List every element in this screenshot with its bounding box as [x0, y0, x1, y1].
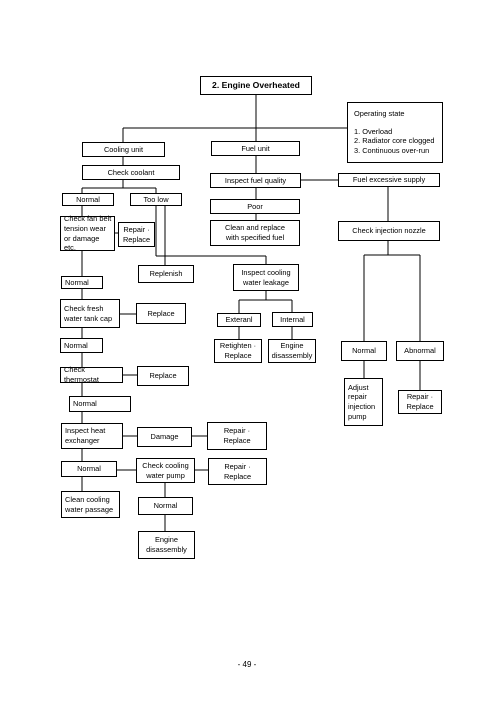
abnormal-node: Abnormal — [396, 341, 444, 361]
internal-node: Internal — [272, 312, 313, 327]
normal-node-2: Normal — [61, 276, 103, 289]
replace-node-2: Replace — [137, 366, 189, 386]
inspect-fuel-quality-node: Inspect fuel quality — [210, 173, 301, 188]
replenish-node: Replenish — [138, 265, 194, 283]
fuel-excessive-supply-node: Fuel excessive supply — [338, 173, 440, 187]
too-low-node: Too low — [130, 193, 182, 206]
check-thermostat-node: Check thermostat — [60, 365, 123, 384]
fuel-unit-node: Fuel unit — [211, 141, 300, 156]
retighten-replace-node: Retighten · Replace — [214, 339, 262, 363]
check-cooling-water-pump-node: Check cooling water pump — [136, 458, 195, 483]
engine-disassembly-node-1: Engine disassembly — [138, 531, 195, 559]
repair-replace-node-4: Repair · Replace — [398, 390, 442, 414]
poor-node: Poor — [210, 199, 300, 214]
inspect-cooling-water-leakage-node: Inspect cooling water leakage — [233, 264, 299, 291]
clean-cooling-water-passage-node: Clean cooling water passage — [61, 491, 120, 518]
page-number: - 49 - — [237, 660, 257, 669]
repair-replace-node-1: Repair · Replace — [118, 222, 155, 247]
diagram-title: 2. Engine Overheated — [200, 76, 312, 95]
operating-state-item-3: 3. Continuous over-run — [354, 145, 430, 155]
normal-node-7: Normal — [341, 341, 387, 361]
normal-node-5: Normal — [61, 461, 117, 477]
normal-node-6: Normal — [138, 497, 193, 515]
adjust-repair-injection-pump-node: Adjust repair injection pump — [344, 378, 383, 426]
operating-state-heading: Operating state — [354, 109, 405, 118]
check-coolant-node: Check coolant — [82, 165, 180, 180]
normal-node-4: Normal — [69, 396, 131, 412]
cooling-unit-node: Cooling unit — [82, 142, 165, 157]
engine-disassembly-node-2: Engine disassembly — [268, 339, 316, 363]
repair-replace-node-3: Repair · Replace — [208, 458, 267, 485]
inspect-heat-exchanger-node: Inspect heat exchanger — [61, 423, 123, 449]
check-injection-nozzle-node: Check injection nozzle — [338, 221, 440, 241]
clean-replace-fuel-node: Clean and replace with specified fuel — [210, 220, 300, 246]
repair-replace-node-2: Repair · Replace — [207, 422, 267, 450]
operating-state-item-1: 1. Overload — [354, 126, 393, 136]
check-fan-belt-node: Check fan belt tension wear or damage et… — [60, 214, 115, 252]
normal-node-1: Normal — [62, 193, 114, 206]
normal-node-3: Normal — [60, 338, 103, 353]
check-fresh-water-tank-node: Check fresh water tank cap — [60, 299, 120, 328]
replace-node-1: Replace — [136, 303, 186, 324]
external-node: Exteranl — [217, 313, 261, 327]
operating-state-item-2: 2. Radiator core clogged — [354, 136, 435, 146]
operating-state-box: Operating state 1. Overload 2. Radiator … — [347, 102, 443, 163]
damage-node: Damage — [137, 427, 192, 447]
